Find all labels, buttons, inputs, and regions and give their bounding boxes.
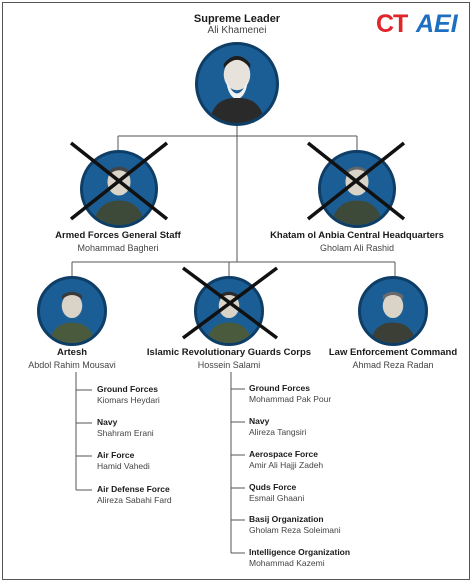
branch-name: Esmail Ghaani bbox=[249, 493, 305, 503]
afgs-label: Armed Forces General Staff Mohammad Bagh… bbox=[18, 230, 218, 254]
branch-title: Air Force bbox=[97, 450, 135, 460]
branch-title: Intelligence Organization bbox=[249, 547, 351, 557]
branch-name: Mohammad Kazemi bbox=[249, 558, 325, 568]
crossed-out-mark-icon bbox=[69, 141, 169, 221]
artesh-branch: Navy Shahram Erani bbox=[97, 417, 154, 439]
person-silhouette-icon bbox=[369, 291, 417, 343]
person-silhouette-icon bbox=[48, 291, 96, 343]
branch-title: Quds Force bbox=[249, 482, 297, 492]
branch-name: Amir Ali Hajji Zadeh bbox=[249, 460, 324, 470]
irgc-name: Hossein Salami bbox=[197, 360, 261, 370]
branch-title: Basij Organization bbox=[249, 514, 324, 524]
branch-title: Air Defense Force bbox=[97, 484, 170, 494]
branch-name: Alireza Sabahi Fard bbox=[97, 495, 172, 505]
branch-name: Mohammad Pak Pour bbox=[249, 394, 332, 404]
chart-frame bbox=[2, 2, 470, 580]
leader-name: Ali Khamenei bbox=[207, 25, 267, 36]
branch-title: Ground Forces bbox=[97, 384, 158, 394]
khatam-name: Gholam Ali Rashid bbox=[319, 243, 395, 253]
afgs-name: Mohammad Bagheri bbox=[77, 243, 159, 253]
crossed-out-mark-icon bbox=[181, 266, 279, 340]
irgc-label: Islamic Revolutionary Guards Corps Hosse… bbox=[139, 347, 319, 371]
branch-name: Hamid Vahedi bbox=[97, 461, 150, 471]
lec-name: Ahmad Reza Radan bbox=[352, 360, 434, 370]
branch-name: Gholam Reza Soleimani bbox=[249, 525, 341, 535]
logo-aei-text: AEI bbox=[416, 10, 458, 38]
leader-title: Supreme Leader bbox=[193, 13, 281, 25]
leader-label: Supreme Leader Ali Khamenei bbox=[137, 13, 337, 37]
branch-name: Shahram Erani bbox=[97, 428, 154, 438]
irgc-title: Islamic Revolutionary Guards Corps bbox=[146, 347, 312, 358]
crossed-out-mark-icon bbox=[306, 141, 406, 221]
irgc-branch: Aerospace Force Amir Ali Hajji Zadeh bbox=[249, 449, 323, 471]
afgs-title: Armed Forces General Staff bbox=[55, 230, 181, 241]
artesh-branch: Air Force Hamid Vahedi bbox=[97, 450, 150, 472]
artesh-label: Artesh Abdol Rahim Mousavi bbox=[2, 347, 142, 371]
khatam-title: Khatam ol Anbia Central Headquarters bbox=[270, 230, 444, 241]
branch-title: Aerospace Force bbox=[249, 449, 318, 459]
branch-name: Alireza Tangsiri bbox=[249, 427, 307, 437]
logo-ct-text: CT bbox=[376, 10, 408, 38]
lec-title: Law Enforcement Command bbox=[328, 347, 458, 358]
artesh-branch: Air Defense Force Alireza Sabahi Fard bbox=[97, 484, 172, 506]
irgc-branch: Navy Alireza Tangsiri bbox=[249, 416, 306, 438]
ct-aei-logo: CT AEI bbox=[376, 10, 464, 38]
lec-label: Law Enforcement Command Ahmad Reza Radan bbox=[318, 347, 468, 371]
irgc-branch: Quds Force Esmail Ghaani bbox=[249, 482, 304, 504]
khatam-label: Khatam ol Anbia Central Headquarters Gho… bbox=[250, 230, 464, 254]
artesh-branch: Ground Forces Kiomars Heydari bbox=[97, 384, 160, 406]
irgc-branch: Intelligence Organization Mohammad Kazem… bbox=[249, 547, 350, 569]
branch-name: Kiomars Heydari bbox=[97, 395, 160, 405]
person-silhouette-icon bbox=[208, 55, 266, 123]
branch-title: Navy bbox=[249, 416, 270, 426]
irgc-branch: Ground Forces Mohammad Pak Pour bbox=[249, 383, 331, 405]
artesh-name: Abdol Rahim Mousavi bbox=[28, 360, 116, 370]
artesh-title: Artesh bbox=[56, 347, 88, 358]
branch-title: Navy bbox=[97, 417, 118, 427]
artesh-portrait bbox=[37, 276, 107, 346]
lec-portrait bbox=[358, 276, 428, 346]
irgc-branch: Basij Organization Gholam Reza Soleimani bbox=[249, 514, 341, 536]
leader-portrait bbox=[195, 42, 279, 126]
branch-title: Ground Forces bbox=[249, 383, 310, 393]
